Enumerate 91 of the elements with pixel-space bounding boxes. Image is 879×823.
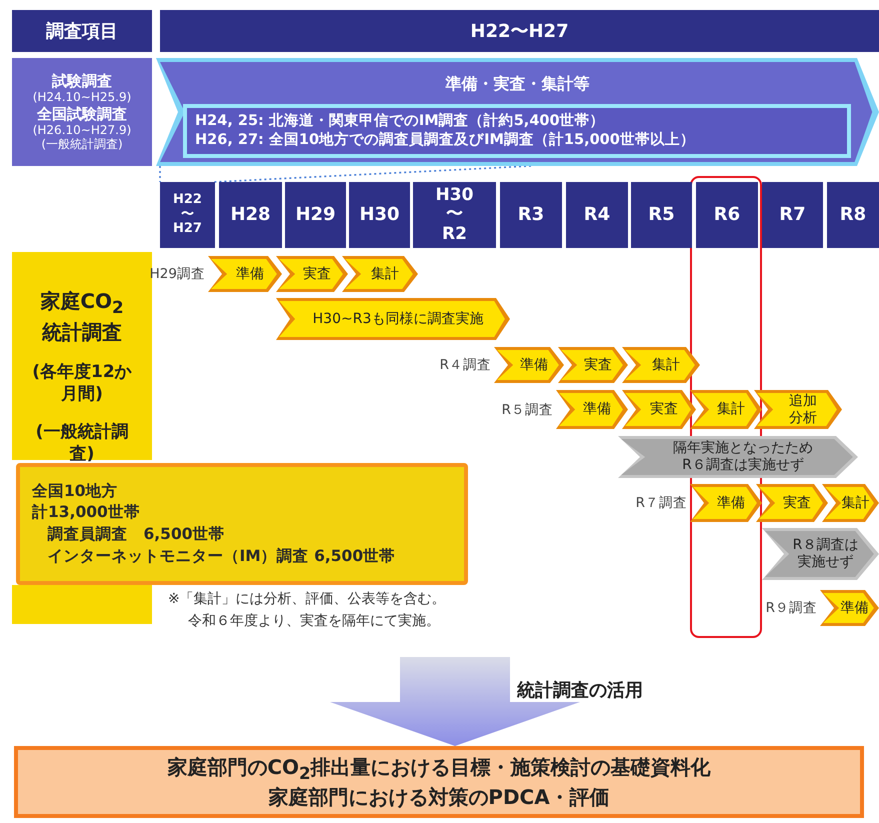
step-label: 実査: [649, 401, 678, 418]
step-label: 集計: [716, 401, 745, 418]
phase-banner: [156, 58, 879, 166]
result-text: 家庭部門のCO$_{2}$排出量における目標・施策検討の基礎資料化: [167, 754, 711, 784]
year-text: H29: [295, 204, 336, 226]
survey-note: (各年度12か月間): [31, 360, 133, 405]
detail-text: H24, 25: 北海道・関東甲信でのIM調査（計約5,400世帯）: [195, 112, 606, 131]
step: [690, 390, 762, 429]
step-label: 準備: [235, 266, 264, 282]
year-cell: [219, 182, 282, 248]
step-label: 追加分析: [788, 392, 818, 426]
year-cell: [827, 182, 879, 248]
category-title: 試験調査: [52, 72, 112, 90]
year-cell: [696, 182, 758, 248]
year-text: R7: [779, 204, 806, 226]
category-note: (一般統計調査): [41, 137, 123, 152]
step-label: 隔年実施となったためR６調査は実施せず: [672, 440, 814, 474]
step-label: 集計: [840, 494, 870, 512]
info-text: 全国10地方: [32, 480, 119, 502]
detail-box: [183, 104, 851, 158]
year-text: H30 〜R2: [436, 186, 474, 244]
step: [622, 390, 696, 429]
survey-year-label: R５調査: [502, 400, 553, 418]
step-label: 準備: [582, 401, 611, 418]
info-text: インターネットモニター（IM）調査 6,500世帯: [46, 546, 396, 567]
year-text: R4: [584, 204, 610, 226]
category-note: (H26.10~H27.9): [32, 122, 132, 138]
phase-title: 準備・実査・集計等: [444, 74, 590, 95]
step-label: 集計: [651, 356, 680, 374]
year-text: R5: [648, 204, 675, 226]
step: [820, 590, 879, 626]
header-text: 調査項目: [46, 20, 118, 43]
year-cell: [413, 182, 496, 248]
header-cell: [160, 10, 879, 52]
survey-note: (一般統計調査): [34, 420, 130, 466]
info-text: 計13,000世帯: [32, 502, 141, 524]
year-text: R8: [840, 204, 866, 226]
survey-year-label: R４調査: [440, 356, 491, 374]
step-label: 実査: [782, 494, 811, 512]
result-box: [14, 746, 864, 818]
survey-panel: [12, 252, 152, 460]
footnote: ※「集計」には分析、評価、公表等を含む。: [168, 590, 446, 608]
step: [756, 484, 828, 522]
year-text: R6: [714, 204, 740, 226]
detail-text: H26, 27: 全国10地方での調査員調査及びIM調査（計15,000世帯以上）: [195, 131, 696, 150]
info-box: [16, 463, 468, 585]
step-label: 実査: [302, 266, 331, 282]
year-cell: [500, 182, 562, 248]
step-label: 準備: [519, 356, 548, 374]
step: [342, 256, 418, 292]
survey-title: 家庭CO$_{2}$統計調査: [39, 288, 125, 345]
info-text: 調査員調査 6,500世帯: [46, 524, 226, 545]
step-label: 準備: [840, 600, 868, 616]
guide-line: [159, 166, 161, 182]
step: [754, 390, 842, 429]
skip-step: [762, 528, 879, 580]
step: [690, 484, 762, 522]
year-cell: [631, 182, 692, 248]
year-text: H28: [230, 204, 271, 226]
category-note: (H24.10~H25.9): [32, 90, 132, 105]
header-cell: [12, 10, 152, 52]
year-cell: [285, 182, 346, 248]
step-label: H30~R3も同様に調査実施: [312, 310, 484, 328]
step: [622, 347, 700, 383]
footnote: 令和６年度より、実査を隔年にて実施。: [188, 612, 440, 630]
step: [556, 390, 628, 429]
step-label: 準備: [716, 494, 745, 512]
step-label: 実査: [583, 356, 612, 374]
step: [558, 347, 628, 383]
year-cell: [160, 182, 215, 248]
year-cell: [566, 182, 628, 248]
header-text: H22〜H27: [470, 20, 569, 43]
category-title: 全国試験調査: [37, 104, 127, 123]
step: [494, 347, 564, 383]
step: [822, 484, 879, 522]
step: [276, 256, 348, 292]
year-cell: [349, 182, 410, 248]
year-cell: [762, 182, 823, 248]
step-label: 集計: [370, 266, 399, 282]
year-text: H30: [359, 204, 400, 226]
flow-arrow: [330, 657, 580, 746]
survey-year-label: R９調査: [766, 599, 817, 617]
survey-year-label: R７調査: [636, 494, 687, 512]
edge-label: 統計調査の活用: [517, 679, 643, 702]
year-text: R3: [518, 204, 544, 226]
category-panel: [12, 58, 152, 166]
step: [208, 256, 282, 292]
result-text: 家庭部門における対策のPDCA・評価: [268, 784, 610, 810]
year-text: H22 〜 H27: [173, 192, 202, 238]
guide-line: [214, 165, 532, 183]
step-label: R８調査は実施せず: [792, 537, 860, 571]
